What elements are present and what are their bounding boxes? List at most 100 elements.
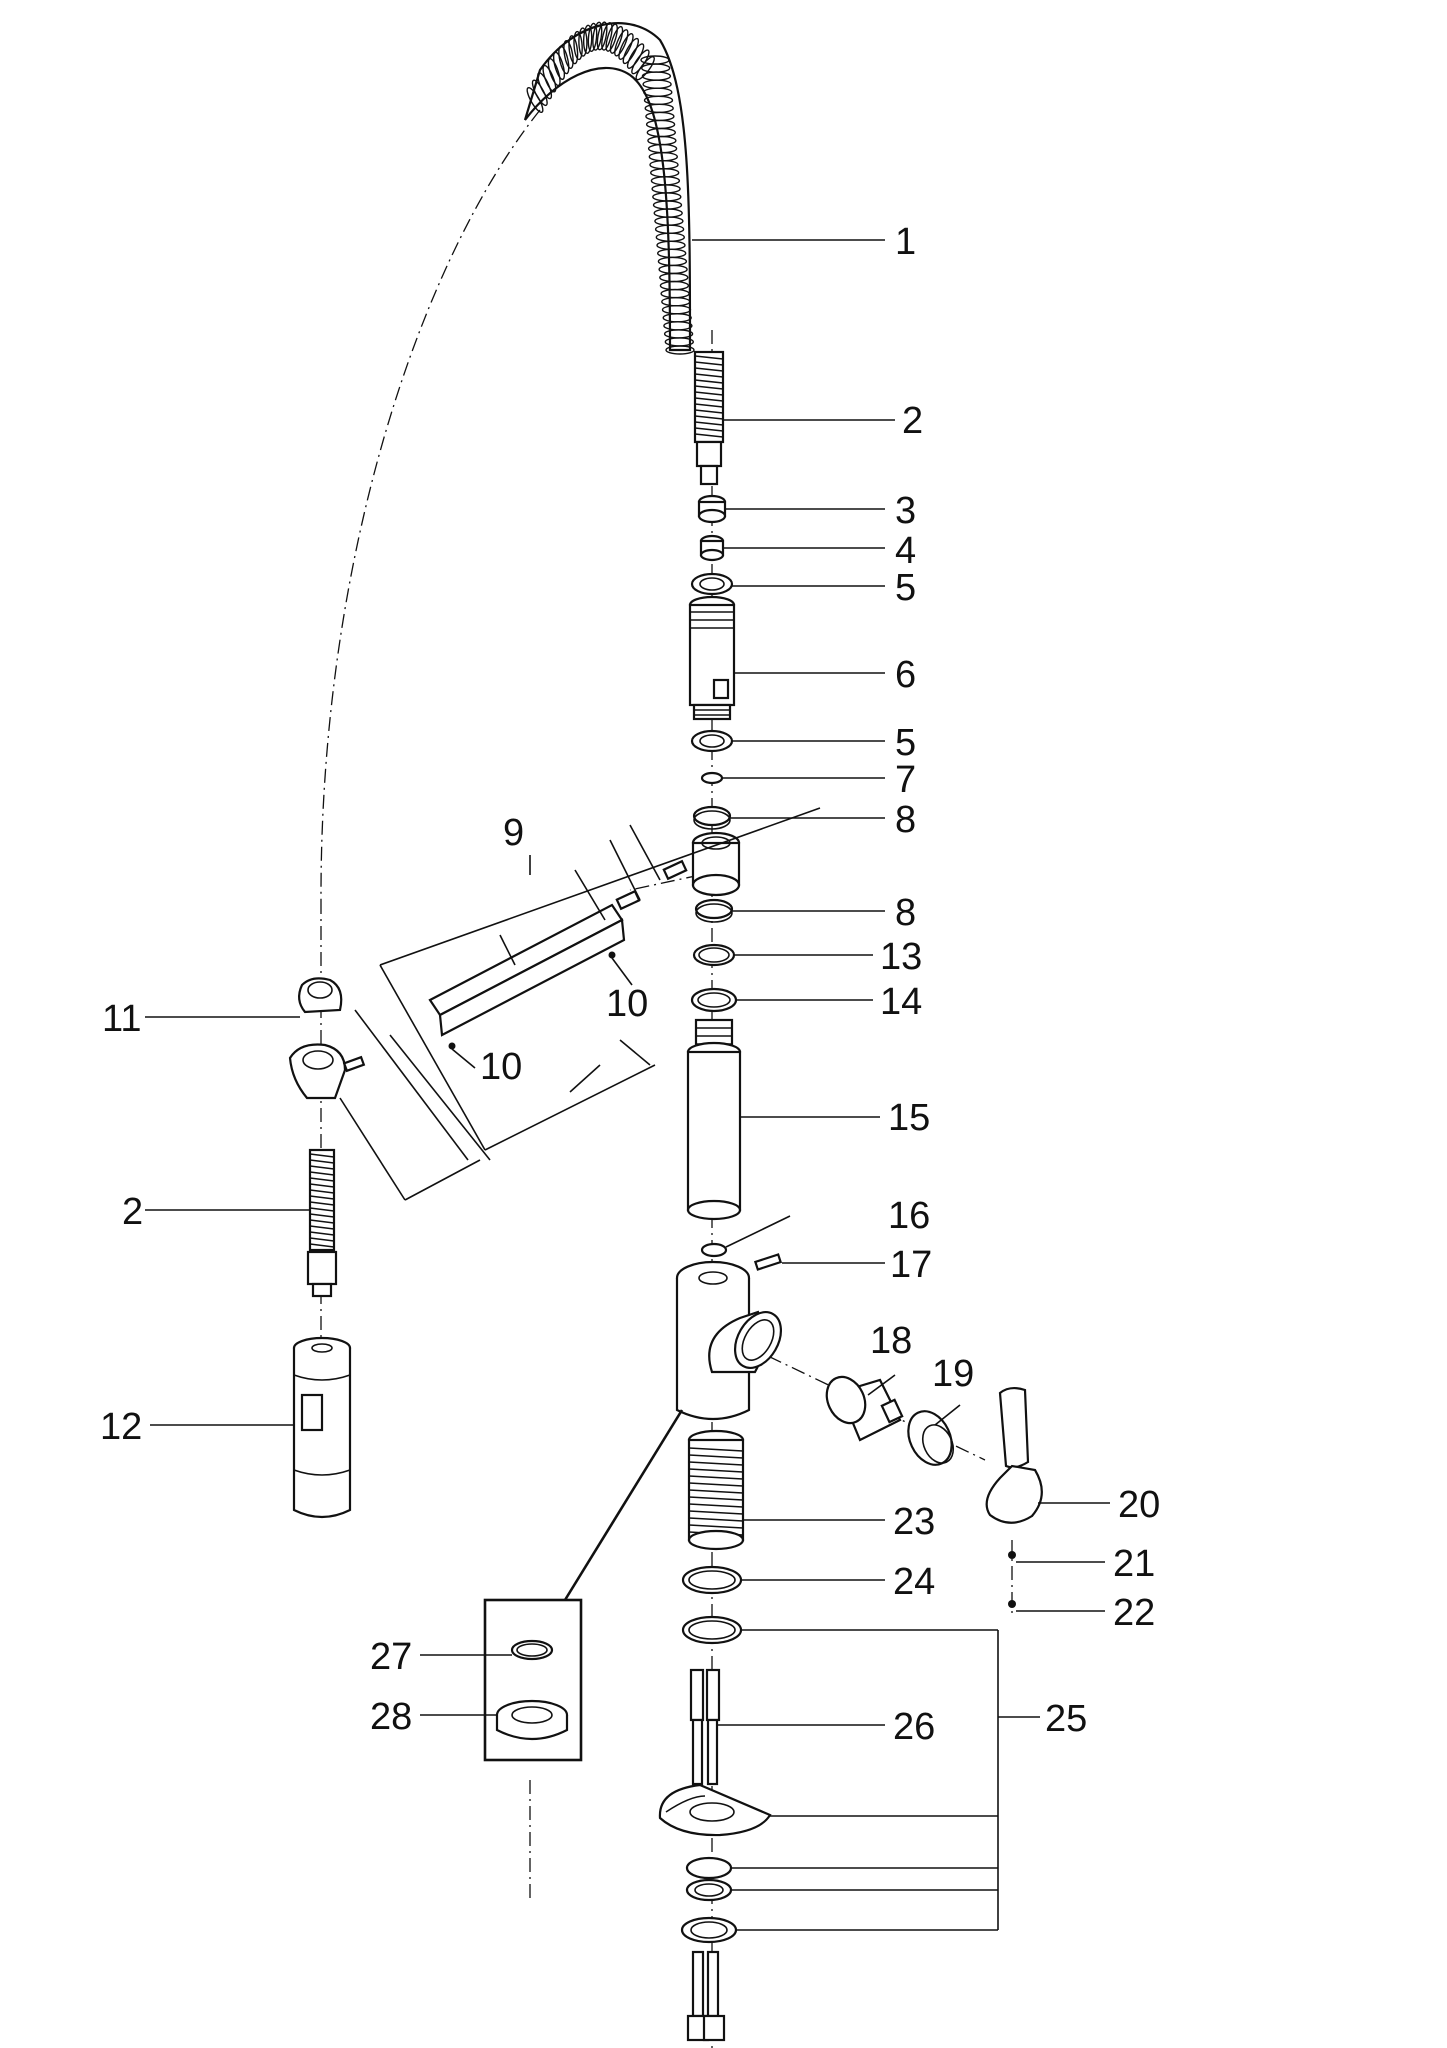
spring-coil-turn [609,25,624,54]
spring-coil-turn [578,27,588,57]
part-18-cartridge [825,1375,904,1442]
label-part-9: 9 [503,812,524,854]
spring-coil-turn [592,21,603,51]
hose-rib [688,1524,744,1529]
spring-coil-turn [542,64,557,93]
hose-rib [694,403,724,408]
hose-rib [309,1159,335,1164]
part-bottom-hose-fittings [686,1950,726,2042]
hose-rib [694,397,724,402]
label-part-5-upper: 5 [895,567,916,609]
clip-link-lines [339,1009,491,1201]
part-11-clip-upper [298,977,343,1014]
spring-coil-turn [635,56,655,81]
hose-rib [694,433,724,438]
label-part-3: 3 [895,490,916,532]
part-25-gasket-top [681,1615,743,1645]
hose-rib [688,1461,744,1466]
label-part-15: 15 [888,1097,930,1139]
part-25-base-plate [658,1783,772,1837]
hose-rib [309,1225,335,1230]
hose-rib [309,1231,335,1236]
label-part-7: 7 [895,759,916,801]
part-7-o-ring [700,771,724,785]
hose-rib [694,367,724,372]
label-part-26: 26 [893,1706,935,1748]
label-part-4: 4 [895,530,916,572]
part-1-coiled-spring [523,21,695,355]
spring-coil-turn [582,24,593,54]
label-part-27: 27 [370,1636,412,1678]
label-part-10-right: 10 [606,983,648,1025]
spring-coil-turn [596,21,608,51]
label-part-20: 20 [1118,1484,1160,1526]
hose-rib [694,361,724,366]
spring-coil-turn [563,39,574,70]
spring-coil-turn [605,23,618,52]
hose-rib [309,1219,335,1224]
spring-coil-turn [665,345,695,355]
spring-coil-turn [547,58,561,87]
part-8-ring-lower [694,898,734,923]
hose-rib [688,1454,744,1459]
label-part-1: 1 [895,221,916,263]
spring-coil-turn [622,37,640,65]
part-14-o-ring [690,987,738,1013]
label-part-5-lower: 5 [895,722,916,764]
hose-rib [688,1468,744,1473]
label-part-16: 16 [888,1195,930,1237]
spring-coil-turn [626,43,645,69]
hose-rib [694,385,724,390]
part-23-threaded-shank [687,1429,745,1551]
hose-rib [309,1213,335,1218]
part-22-cap [1008,1600,1016,1608]
label-part-24: 24 [893,1561,935,1603]
hose-rib [309,1183,335,1188]
label-part-10-left: 10 [480,1046,522,1088]
part-4-ring [699,534,725,562]
spring-coil-turn [614,29,629,57]
hose-rib [309,1243,335,1248]
hose-rib [688,1489,744,1494]
label-part-17: 17 [890,1244,932,1286]
hose-rib [694,427,724,432]
hose-rib [688,1503,744,1508]
label-part-14: 14 [880,981,922,1023]
spring-coil-turn [601,22,613,51]
part-13-o-ring [692,943,736,967]
hose-rib [694,391,724,396]
callout-labels: 1 2 3 4 5 6 5 7 8 9 8 13 10 14 11 10 15 … [100,221,1160,1748]
spring-coil-turn [568,35,579,65]
hose-rib [694,421,724,426]
part-12-spray-head [292,1336,352,1519]
hose-rib [309,1237,335,1242]
hose-rib [694,415,724,420]
part-24-gasket [681,1565,743,1595]
part-26-flex-hoses [689,1668,721,1786]
hose-rib [309,1171,335,1176]
hose-rib [309,1195,335,1200]
label-part-2-upper: 2 [902,400,923,442]
part-sleeve-block [691,831,741,897]
hose-rib [694,379,724,384]
hose-rib [688,1496,744,1501]
label-part-6: 6 [895,654,916,696]
hose-rib [309,1201,335,1206]
label-part-21: 21 [1113,1543,1155,1585]
hose-rib [688,1510,744,1515]
leader-lines [145,239,1110,1931]
spring-coil-turn [537,72,553,100]
hose-rib [688,1447,744,1452]
label-part-13: 13 [880,936,922,978]
part-20-lever-handle [985,1386,1043,1524]
part-16-o-ring [700,1242,728,1258]
spring-coil-turn [558,45,570,75]
part-15-spout-tube [686,1018,742,1221]
label-part-23: 23 [893,1501,935,1543]
hose-rib [694,409,724,414]
hose-rib [688,1517,744,1522]
hose-rib [694,355,724,360]
part-valve-body [675,1260,783,1420]
